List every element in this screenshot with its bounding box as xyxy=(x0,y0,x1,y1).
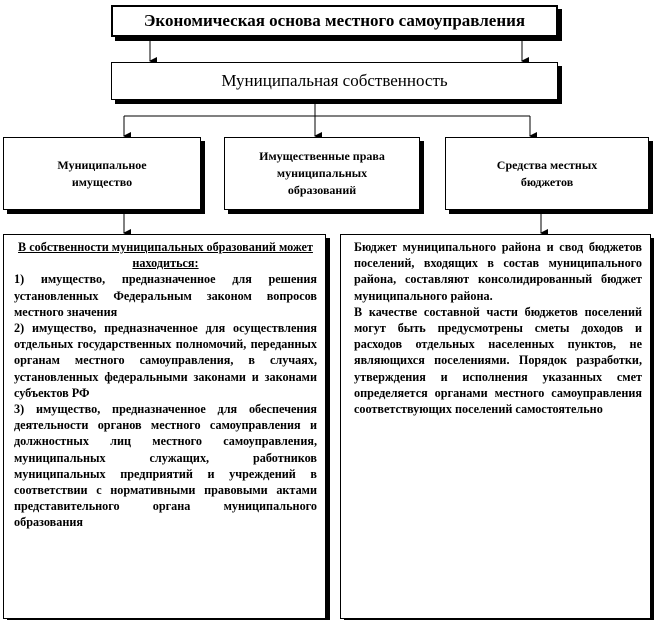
municipal-property-label: Муниципальная собственность xyxy=(221,71,448,90)
list-item: 3) имущество, предназначенное для обеспе… xyxy=(14,402,317,530)
category-property-rights: Имущественные права муниципальных образо… xyxy=(224,137,420,210)
list-item: 2) имущество, предназначенное для осущес… xyxy=(14,321,317,400)
paragraph: Бюджет муниципального района и свод бюдж… xyxy=(354,240,642,303)
category-label: Средства местных бюджетов xyxy=(496,157,598,189)
panel-heading: В собственности муниципальных образовани… xyxy=(18,240,313,271)
category-municipal-property: Муниципальное имущество xyxy=(3,137,201,210)
local-budgets-detail-panel: Бюджет муниципального района и свод бюдж… xyxy=(340,234,651,619)
list-item: 1) имущество, предназначенное для решени… xyxy=(14,272,317,319)
municipal-property-detail-panel: В собственности муниципальных образовани… xyxy=(3,234,326,619)
category-local-budgets: Средства местных бюджетов xyxy=(445,137,649,210)
category-label: Муниципальное имущество xyxy=(57,157,147,189)
paragraph: В качестве составной части бюджетов посе… xyxy=(354,304,642,417)
municipal-property-box: Муниципальная собственность xyxy=(111,62,558,100)
title-box: Экономическая основа местного самоуправл… xyxy=(111,5,558,37)
diagram-title: Экономическая основа местного самоуправл… xyxy=(143,11,526,30)
category-label: Имущественные права муниципальных образо… xyxy=(259,149,385,197)
